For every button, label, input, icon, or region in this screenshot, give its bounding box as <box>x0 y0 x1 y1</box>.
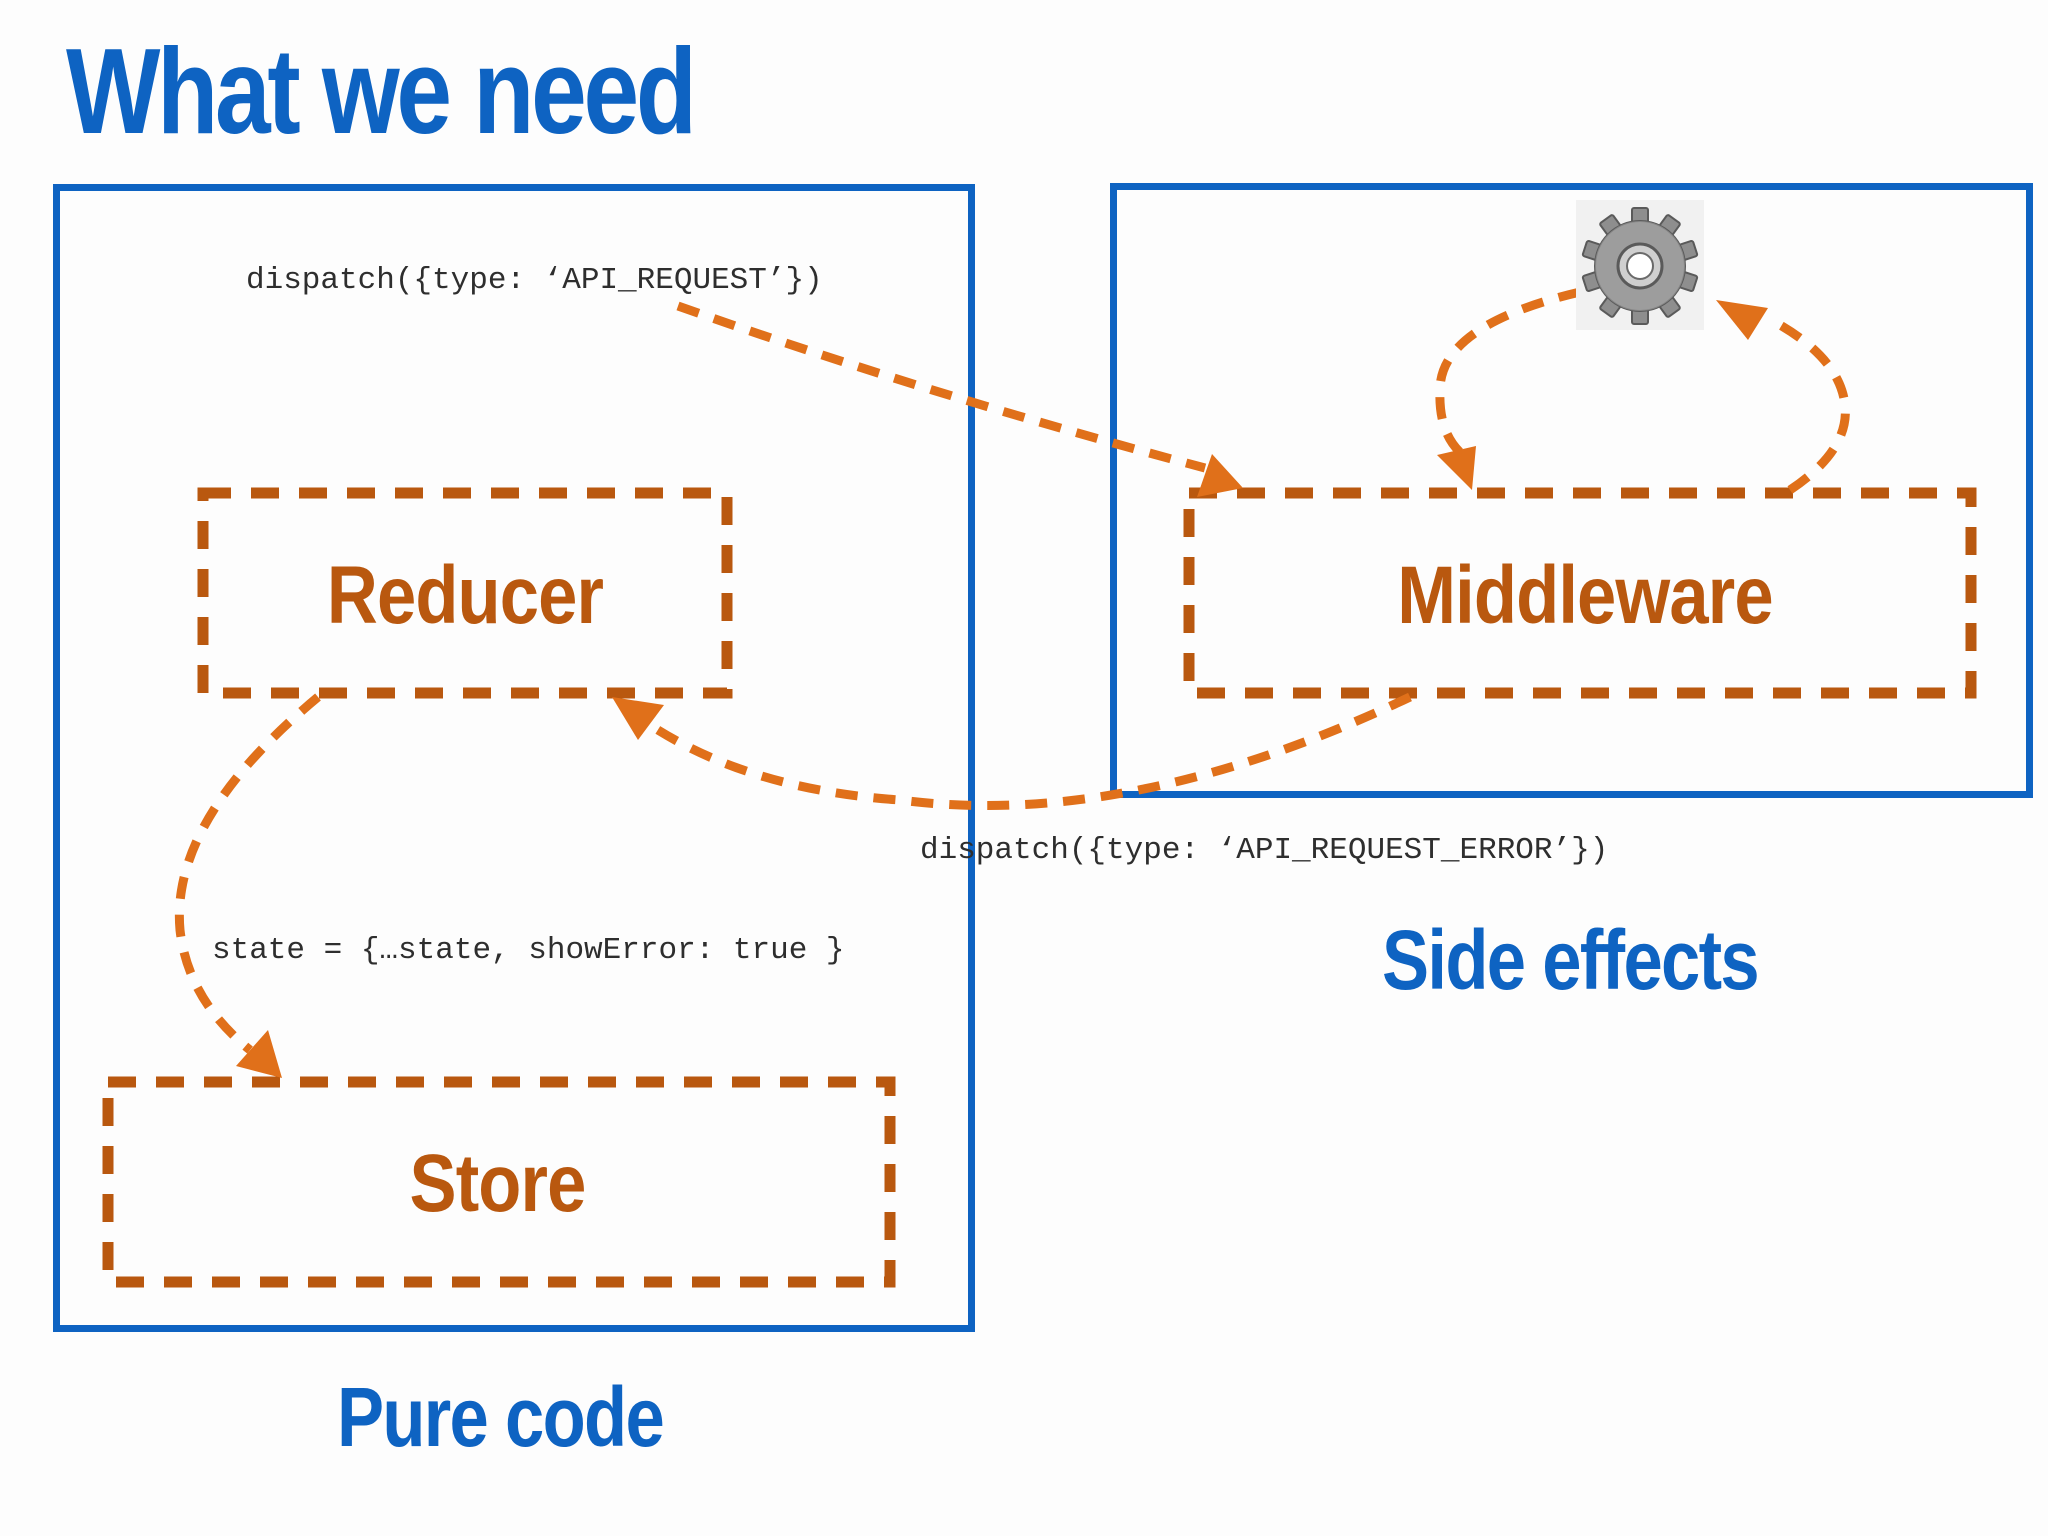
arrow-middleware-to-gear <box>1435 287 1582 490</box>
store-label: Store <box>409 1138 587 1229</box>
middleware-label: Middleware <box>1397 550 1773 641</box>
arrow-reducer-to-store <box>174 693 321 1078</box>
store-node <box>102 1076 896 1288</box>
slide-title: What we need <box>66 23 697 159</box>
reducer-label: Reducer <box>326 550 604 641</box>
dispatch-api-request-error-code: dispatch({type: ‘API_REQUEST_ERROR’}) <box>920 833 1609 868</box>
middleware-node <box>1183 487 1977 699</box>
state-update-code: state = {…state, showError: true } <box>212 933 845 968</box>
arrow-middleware-to-reducer <box>612 692 1412 810</box>
pure-code-label: Pure code <box>336 1370 665 1464</box>
dispatch-api-request-code: dispatch({type: ‘API_REQUEST’}) <box>246 263 823 298</box>
reducer-node <box>197 487 733 699</box>
side-effects-label: Side effects <box>1382 913 1760 1007</box>
arrow-dispatch-to-middleware <box>676 301 1243 497</box>
gear-icon <box>1576 200 1704 330</box>
arrow-gear-to-middleware <box>1716 300 1850 494</box>
side-effects-group <box>1110 183 2033 798</box>
pure-code-group <box>53 184 975 1332</box>
